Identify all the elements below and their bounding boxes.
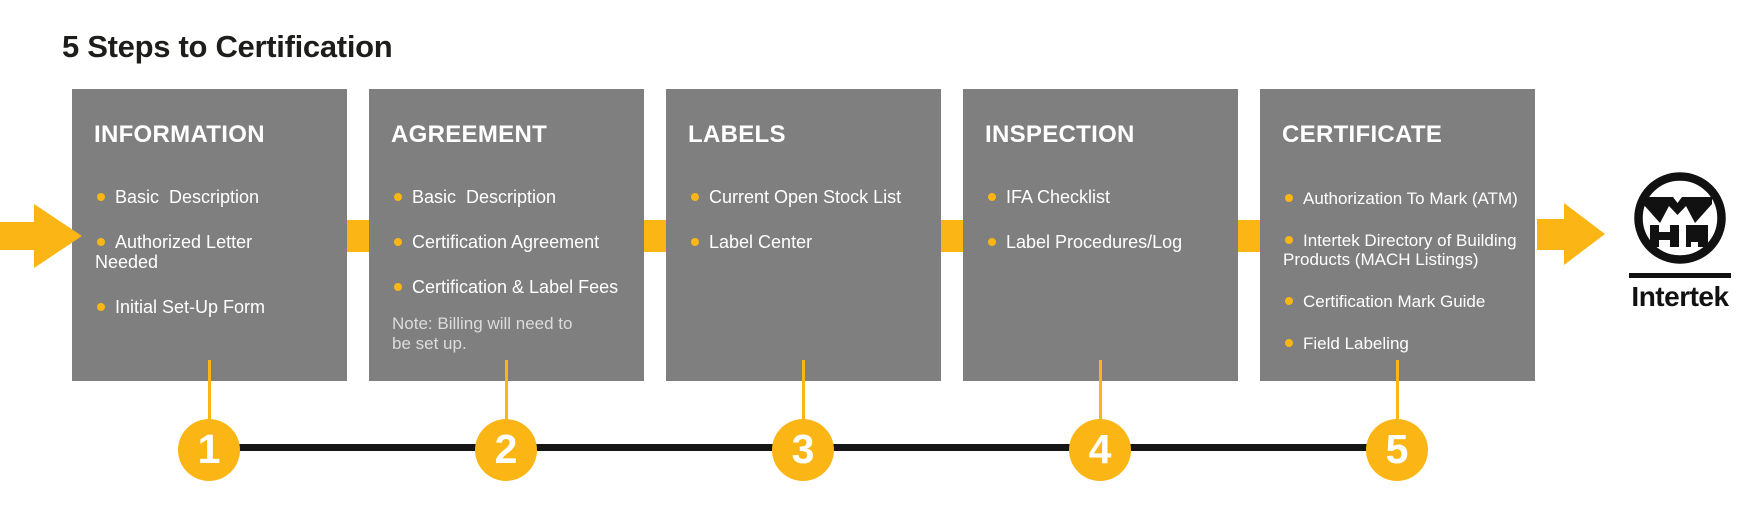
step-header: AGREEMENT — [391, 121, 548, 148]
list-item-text: Initial Set-Up Form — [115, 297, 266, 317]
list-item: Basic Description — [369, 187, 634, 207]
list-item-text: IFA Checklist — [1006, 187, 1111, 207]
bullet-icon — [691, 238, 699, 246]
flow-out-arrow-icon — [1537, 203, 1605, 265]
bullet-icon — [97, 238, 105, 246]
step-connector — [644, 220, 666, 252]
connector-line — [1396, 360, 1399, 420]
billing-note: Note: Billing will need to be set up. — [392, 314, 573, 353]
list-item: Current Open Stock List — [666, 187, 931, 207]
flow-in-arrow-icon — [0, 204, 82, 268]
list-item-text: Label Procedures/Log — [1006, 232, 1183, 252]
list-item-text: Basic Description — [115, 187, 260, 207]
intertek-wordmark: Intertek — [1631, 281, 1729, 312]
step-header: INSPECTION — [985, 121, 1135, 148]
bullet-icon — [1285, 236, 1293, 244]
list-item: Certification & Label Fees — [369, 277, 634, 297]
connector-line — [1099, 360, 1102, 420]
bullet-icon — [1285, 297, 1293, 305]
step-connector — [1238, 220, 1260, 252]
step-header: CERTIFICATE — [1282, 121, 1443, 148]
list-item-text: Authorization To Mark (ATM) — [1303, 189, 1518, 208]
logo-rule — [1629, 273, 1731, 278]
step-box-agreement: AGREEMENT Basic Description Certificatio… — [369, 89, 644, 381]
list-item: Intertek Directory of Building Products … — [1260, 231, 1525, 269]
step-number: 4 — [1088, 425, 1112, 472]
step-box-certificate: CERTIFICATE Authorization To Mark (ATM) … — [1260, 89, 1535, 381]
bullet-icon — [988, 193, 996, 201]
bullet-icon — [97, 303, 105, 311]
bullet-icon — [97, 193, 105, 201]
list-item: IFA Checklist — [963, 187, 1228, 207]
bullet-icon — [691, 193, 699, 201]
step-marker-4: 4 — [1069, 419, 1131, 481]
bullet-icon — [1285, 194, 1293, 202]
list-item-text: Intertek Directory of Building Products … — [1283, 231, 1517, 269]
list-item-text: Certification Mark Guide — [1303, 292, 1486, 311]
step-marker-3: 3 — [772, 419, 834, 481]
step-box-information: INFORMATION Basic Description Authorized… — [72, 89, 347, 381]
step-box-inspection: INSPECTION IFA Checklist Label Procedure… — [963, 89, 1238, 381]
list-item: Authorization To Mark (ATM) — [1260, 189, 1525, 208]
bullet-icon — [394, 283, 402, 291]
step-header: INFORMATION — [94, 121, 265, 148]
list-item: Field Labeling — [1260, 334, 1525, 353]
step-header: LABELS — [688, 121, 786, 148]
list-item: Label Procedures/Log — [963, 232, 1228, 252]
step-connector — [347, 220, 369, 252]
connector-line — [505, 360, 508, 420]
list-item-text: Certification & Label Fees — [412, 277, 619, 297]
connector-line — [802, 360, 805, 420]
bullet-icon — [1285, 339, 1293, 347]
wh-mark-icon — [1634, 172, 1726, 264]
step-number: 5 — [1385, 425, 1409, 472]
list-item-text: Certification Agreement — [412, 232, 600, 252]
step-number: 1 — [197, 425, 221, 472]
list-item-text: Basic Description — [412, 187, 557, 207]
list-item-text: Current Open Stock List — [709, 187, 902, 207]
list-item: Basic Description — [72, 187, 337, 207]
list-item: Authorized Letter Needed — [72, 232, 337, 272]
list-item-text: Label Center — [709, 232, 813, 252]
step-marker-5: 5 — [1366, 419, 1428, 481]
page-title: 5 Steps to Certification — [62, 29, 393, 64]
list-item: Label Center — [666, 232, 931, 252]
step-marker-2: 2 — [475, 419, 537, 481]
step-box-labels: LABELS Current Open Stock List Label Cen… — [666, 89, 941, 381]
list-item: Certification Mark Guide — [1260, 292, 1525, 311]
list-item: Certification Agreement — [369, 232, 634, 252]
list-item: Initial Set-Up Form — [72, 297, 337, 317]
bullet-icon — [394, 193, 402, 201]
step-number: 2 — [494, 425, 518, 472]
list-item-text: Authorized Letter Needed — [95, 232, 253, 272]
step-marker-1: 1 — [178, 419, 240, 481]
bullet-icon — [988, 238, 996, 246]
step-number: 3 — [791, 425, 815, 472]
list-item-text: Field Labeling — [1303, 334, 1409, 353]
connector-line — [208, 360, 211, 420]
bullet-icon — [394, 238, 402, 246]
step-connector — [941, 220, 963, 252]
